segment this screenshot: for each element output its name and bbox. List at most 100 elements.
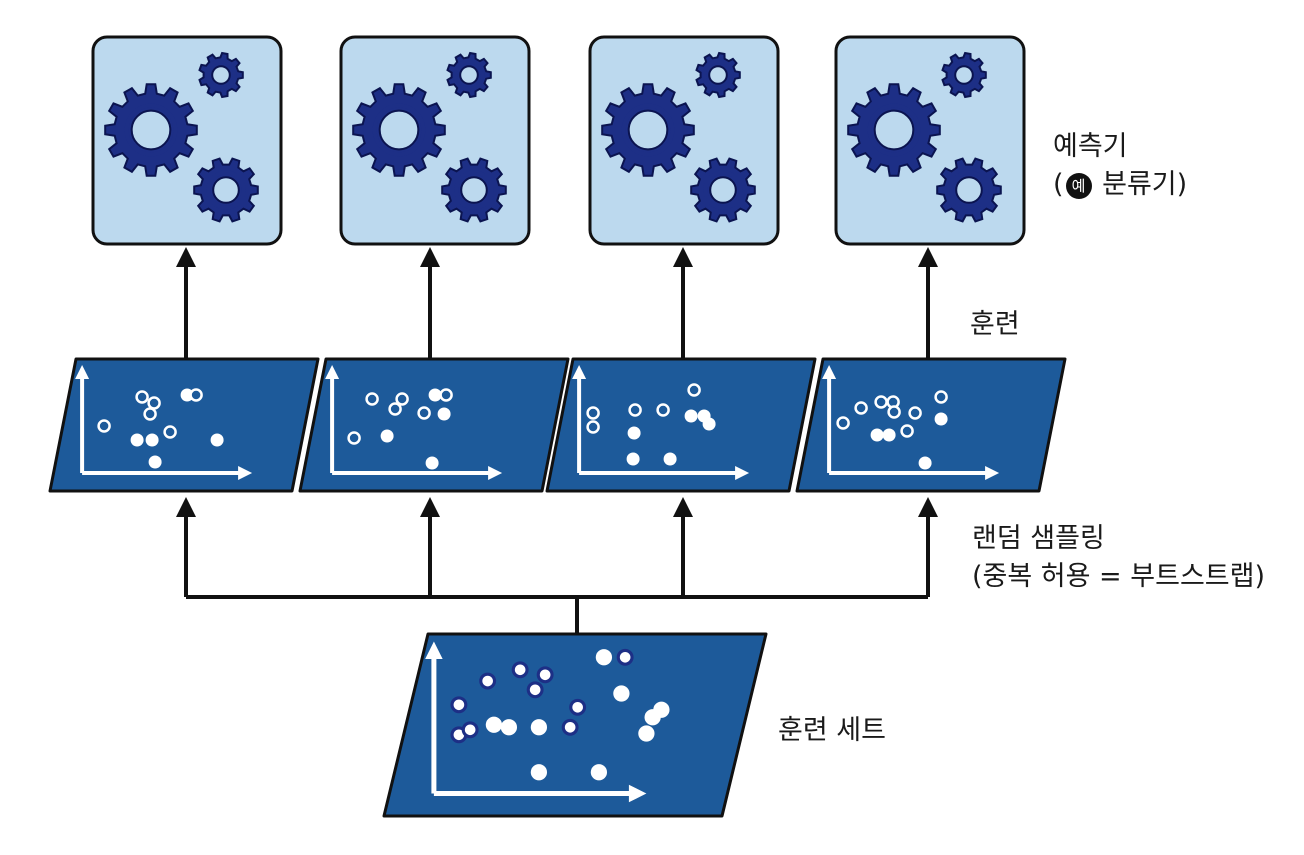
gear-icon: [847, 83, 941, 177]
data-dot: [530, 719, 548, 736]
data-dot: [900, 424, 914, 438]
data-dot: [918, 456, 932, 470]
data-dot: [656, 403, 670, 417]
arrow-up-icon: [918, 497, 938, 517]
scatter-plot-icon: [572, 365, 750, 480]
bootstrap-subset-panel: [48, 357, 320, 493]
data-dot: [684, 409, 698, 423]
training-label: 훈련: [970, 309, 1020, 340]
training-set-panel: [382, 632, 768, 818]
random-sampling-label: 랜덤 샘플링 (중복 허용 = 부트스트랩): [972, 520, 1265, 596]
data-dot: [380, 429, 394, 443]
random-sampling-line2: (중복 허용 = 부트스트랩): [972, 561, 1265, 592]
gear-icon: [936, 157, 1002, 223]
data-dot: [428, 388, 442, 402]
predictor-box: [588, 35, 780, 246]
random-sampling-line1: 랜덤 샘플링: [972, 523, 1105, 554]
data-dot: [644, 709, 661, 726]
data-dot: [628, 403, 642, 417]
data-dot: [210, 433, 224, 447]
gear-icon: [446, 51, 492, 99]
arrow-up-icon: [673, 247, 693, 267]
data-dot: [530, 764, 548, 781]
data-dot: [836, 416, 850, 430]
bootstrap-subset-panel: [545, 357, 817, 493]
data-dot: [500, 719, 518, 736]
data-dot: [439, 388, 453, 402]
scatter-plot-icon: [75, 365, 253, 480]
data-dot: [561, 718, 579, 736]
bootstrap-subset-panel: [298, 357, 570, 493]
data-dot: [395, 392, 409, 406]
data-dot: [934, 390, 948, 404]
data-dot: [135, 390, 149, 404]
arrow-up-icon: [420, 247, 440, 267]
data-dot: [627, 426, 641, 440]
data-dot: [461, 721, 479, 739]
data-dot: [854, 401, 868, 415]
data-dot: [536, 666, 554, 684]
gear-icon: [441, 157, 507, 223]
data-dot: [145, 433, 159, 447]
data-dot: [616, 648, 634, 666]
data-dot: [479, 672, 497, 690]
training-set-label: 훈련 세트: [778, 715, 886, 746]
data-dot: [526, 681, 544, 699]
data-dot: [365, 392, 379, 406]
data-dot: [189, 388, 203, 402]
data-dot: [130, 433, 144, 447]
predictor-box: [91, 35, 283, 246]
data-dot: [437, 407, 451, 421]
gear-icon: [690, 157, 756, 223]
data-dot: [347, 431, 361, 445]
data-dot: [586, 420, 600, 434]
predictor-box: [834, 35, 1026, 246]
arrow-up-icon: [176, 497, 196, 517]
data-dot: [586, 406, 600, 420]
data-dot: [663, 452, 677, 466]
data-dot: [870, 428, 884, 442]
arrow-up-icon: [420, 497, 440, 517]
data-dot: [147, 396, 161, 410]
data-dot: [590, 764, 608, 781]
data-dot: [595, 649, 613, 666]
data-dot: [697, 409, 711, 423]
data-dot: [425, 456, 439, 470]
predictor-label-line1: 예측기: [1053, 131, 1128, 162]
data-dot: [613, 685, 630, 702]
gear-icon: [193, 157, 259, 223]
predictor-label-classifier: 분류기): [1093, 169, 1188, 200]
data-dot: [143, 407, 157, 421]
data-dot: [908, 406, 922, 420]
data-dot: [638, 725, 655, 742]
data-dot: [511, 661, 529, 679]
data-dot: [485, 716, 503, 733]
scatter-plot-icon: [425, 641, 647, 803]
arrow-up-icon: [918, 247, 938, 267]
data-dot: [934, 412, 948, 426]
data-dot: [97, 419, 111, 433]
predictor-box: [339, 35, 531, 246]
gear-icon: [601, 83, 695, 177]
gear-icon: [941, 51, 987, 99]
data-dot: [148, 455, 162, 469]
data-dot: [163, 425, 177, 439]
example-mark-icon: 예: [1065, 173, 1092, 199]
predictor-label: 예측기 (예 분류기): [1053, 128, 1187, 204]
gear-icon: [198, 51, 244, 99]
arrow-up-icon: [673, 497, 693, 517]
data-dot: [626, 452, 640, 466]
data-dot: [569, 698, 587, 716]
data-dot: [417, 406, 431, 420]
gear-icon: [695, 51, 741, 99]
gear-icon: [104, 83, 198, 177]
arrow-up-icon: [176, 247, 196, 267]
data-dot: [388, 402, 402, 416]
bootstrap-subset-panel: [795, 357, 1067, 493]
scatter-plot-icon: [822, 365, 1000, 480]
predictor-open-paren: (: [1053, 169, 1064, 200]
data-dot: [882, 428, 896, 442]
data-dot: [450, 696, 468, 714]
scatter-plot-icon: [325, 365, 503, 480]
